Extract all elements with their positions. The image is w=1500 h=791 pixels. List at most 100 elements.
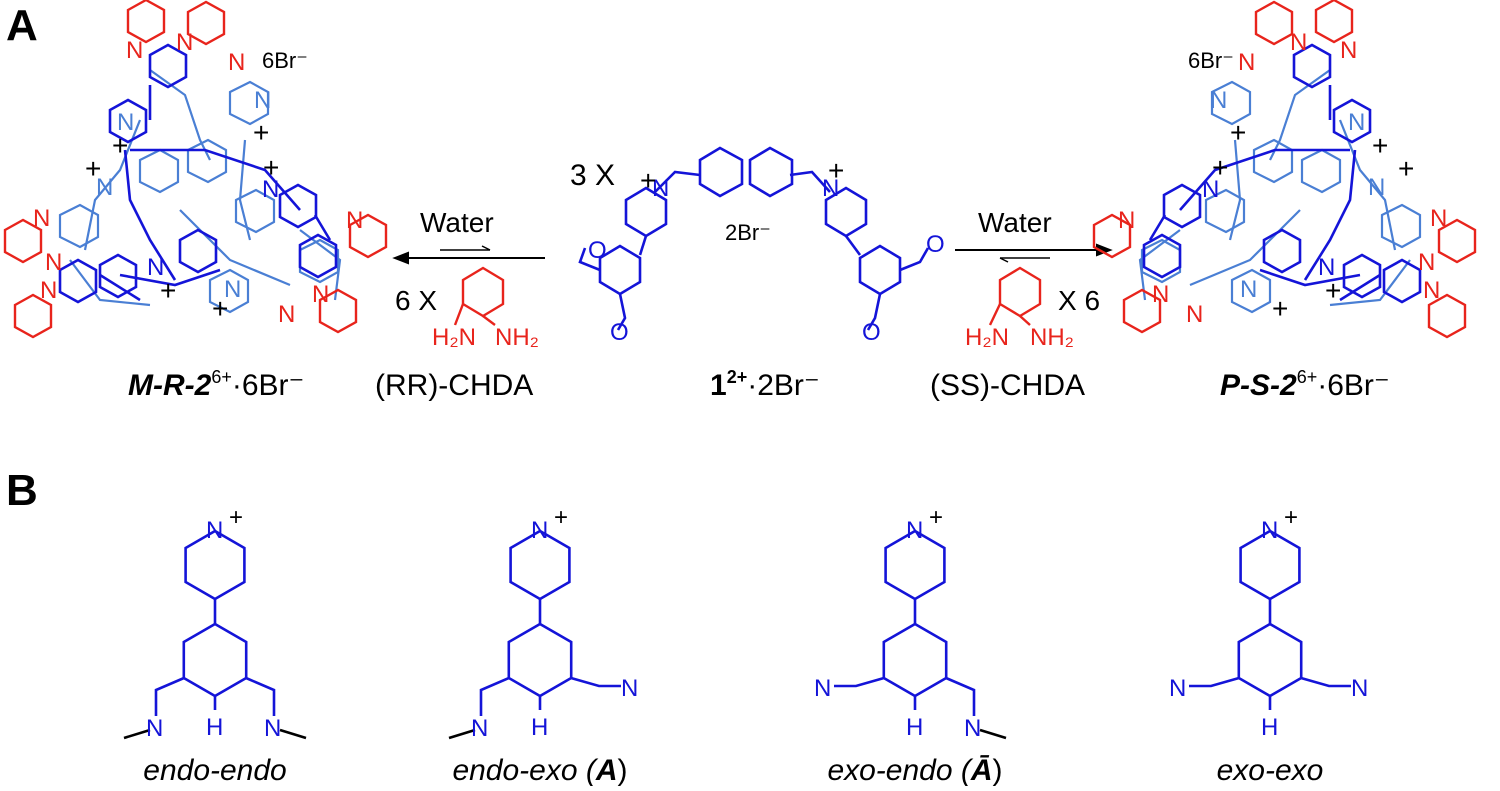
svg-text:N: N: [1290, 29, 1307, 56]
conformer-structure: [1189, 529, 1351, 710]
pyridinium-charge: +: [929, 504, 943, 531]
rr-chda-structure: [453, 266, 505, 326]
pyridinium-charge: +: [1284, 504, 1298, 531]
conformer-structure: [448, 529, 621, 740]
left-arrow-solvent: Water: [420, 207, 494, 238]
center-counterion: 2Br⁻: [725, 220, 771, 245]
pyridinium-n: N: [531, 517, 548, 544]
svg-text:+: +: [112, 130, 128, 161]
svg-text:N: N: [176, 29, 193, 56]
left-imine-n: N: [1169, 675, 1186, 702]
conformer-label: exo-endo (Ā): [827, 754, 1002, 787]
left-imine-n: N: [471, 715, 488, 742]
svg-text:O: O: [588, 237, 607, 264]
svg-text:N: N: [312, 281, 329, 308]
svg-text:N: N: [1118, 207, 1135, 234]
right-arrow-solvent: Water: [978, 207, 1052, 238]
right-cage-caption: P-S-26+·6Br⁻: [1220, 367, 1390, 402]
svg-text:+: +: [1325, 275, 1341, 306]
ss-chda-h2n: H₂N: [965, 324, 1009, 351]
center-caption: 12+·2Br⁻: [710, 367, 820, 402]
svg-text:N: N: [1418, 249, 1435, 276]
svg-text:+: +: [85, 153, 101, 184]
svg-text:+: +: [212, 293, 228, 324]
svg-text:N: N: [1238, 49, 1255, 76]
svg-text:N: N: [1430, 205, 1447, 232]
pyridinium-n: N: [906, 517, 923, 544]
center-multiplier: 3 X: [570, 159, 615, 192]
right-cage-structure: N N N N N N N N N N N N N N N + + + + + …: [1092, 0, 1477, 339]
svg-text:N: N: [822, 175, 839, 202]
svg-text:N: N: [147, 254, 164, 281]
center-precursor-structure: [578, 146, 930, 331]
right-imine-n: N: [1351, 675, 1368, 702]
svg-text:+: +: [253, 117, 269, 148]
svg-text:N: N: [40, 277, 57, 304]
inner-hydrogen: H: [531, 714, 548, 741]
svg-text:+: +: [1230, 117, 1246, 148]
conformer-structure: [834, 529, 1007, 740]
svg-text:N: N: [346, 207, 363, 234]
svg-text:N: N: [45, 249, 62, 276]
rr-chda-nh2: NH₂: [495, 324, 539, 351]
svg-text:N: N: [652, 175, 669, 202]
svg-text:+: +: [1212, 152, 1228, 183]
left-imine-n: N: [814, 675, 831, 702]
conformer-label: endo-endo: [143, 754, 286, 787]
svg-text:O: O: [926, 231, 945, 258]
pyridinium-n: N: [206, 517, 223, 544]
pyridinium-n: N: [1261, 517, 1278, 544]
pyridinium-charge: +: [554, 504, 568, 531]
svg-text:N: N: [1240, 276, 1257, 303]
svg-text:N: N: [96, 174, 113, 201]
conformer-label: endo-exo (A): [452, 754, 627, 787]
svg-text:N: N: [224, 276, 241, 303]
svg-text:N: N: [1423, 277, 1440, 304]
svg-text:N: N: [254, 87, 271, 114]
right-cage-lightblue-bonds: [1138, 69, 1422, 314]
svg-text:+: +: [1272, 293, 1288, 324]
svg-text:N: N: [1152, 281, 1169, 308]
svg-text:+: +: [263, 152, 279, 183]
svg-text:+: +: [828, 155, 844, 186]
svg-text:+: +: [1372, 130, 1388, 161]
svg-text:N: N: [262, 176, 279, 203]
svg-text:N: N: [33, 205, 50, 232]
svg-text:N: N: [1202, 176, 1219, 203]
svg-text:N: N: [278, 301, 295, 328]
svg-text:O: O: [862, 319, 881, 346]
panel-label-b: B: [6, 466, 38, 515]
right-imine-n: N: [964, 715, 981, 742]
left-reagent-multiplier: 6 X: [395, 285, 437, 316]
rr-chda-caption: (RR)-CHDA: [375, 369, 533, 402]
svg-text:+: +: [640, 165, 656, 196]
pyridinium-charge: +: [229, 504, 243, 531]
left-cage-red-rings: [3, 0, 388, 339]
right-cage-red-rings: [1092, 0, 1477, 339]
svg-text:+: +: [1398, 153, 1414, 184]
left-equilibrium-arrow: [392, 245, 545, 265]
right-imine-n: N: [264, 715, 281, 742]
svg-text:N: N: [1348, 109, 1365, 136]
svg-text:N: N: [126, 37, 143, 64]
left-cage-caption: M-R-26+·6Br⁻: [128, 367, 304, 402]
conformer-structure: [123, 529, 307, 740]
right-imine-n: N: [621, 675, 638, 702]
svg-text:N: N: [117, 109, 134, 136]
rr-chda-h2n: H₂N: [432, 324, 476, 351]
svg-text:O: O: [610, 319, 629, 346]
svg-text:N: N: [1340, 37, 1357, 64]
inner-hydrogen: H: [206, 714, 223, 741]
svg-text:N: N: [1186, 301, 1203, 328]
ss-chda-structure: [988, 266, 1042, 326]
ss-chda-caption: (SS)-CHDA: [930, 369, 1085, 402]
svg-text:+: +: [160, 275, 176, 306]
left-cage-structure: N N N N N N N N N N N N N N N + + + + + …: [3, 0, 388, 339]
inner-hydrogen: H: [1261, 714, 1278, 741]
panel-label-a: A: [6, 1, 38, 50]
